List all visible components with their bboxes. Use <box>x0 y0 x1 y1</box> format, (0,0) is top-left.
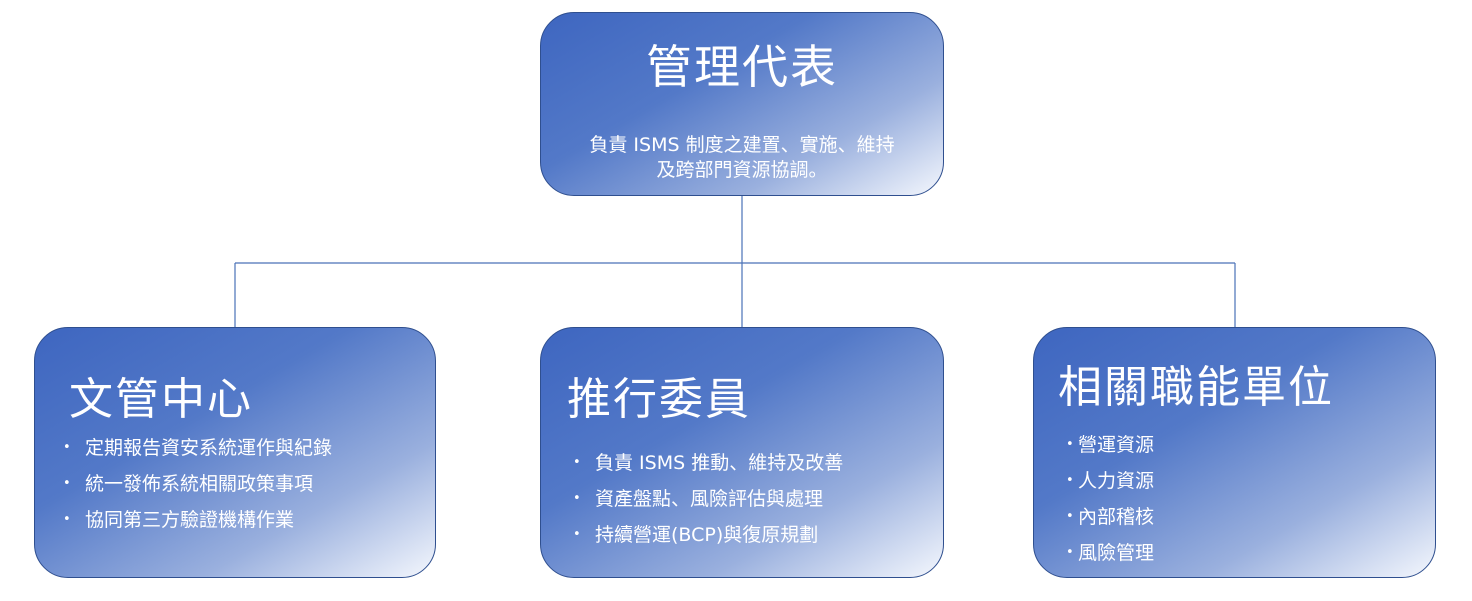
list-item: 定期報告資安系統運作與紀錄 <box>63 430 332 466</box>
related-functional-units-box: 相關職能單位 營運資源 人力資源 內部稽核 風險管理 <box>1033 327 1436 578</box>
document-control-center-title: 文管中心 <box>69 374 253 425</box>
management-representative-description: 負責 ISMS 制度之建置、實施、維持 及跨部門資源協調。 <box>561 133 923 183</box>
related-functional-units-title: 相關職能單位 <box>1058 362 1334 413</box>
list-item: 負責 ISMS 推動、維持及改善 <box>573 445 843 481</box>
promotion-committee-title: 推行委員 <box>567 374 751 425</box>
management-representative-box: 管理代表 負責 ISMS 制度之建置、實施、維持 及跨部門資源協調。 <box>540 12 944 196</box>
related-functional-units-list: 營運資源 人力資源 內部稽核 風險管理 <box>1066 427 1154 571</box>
description-line-2: 及跨部門資源協調。 <box>656 159 828 181</box>
list-item: 協同第三方驗證機構作業 <box>63 502 332 538</box>
list-item: 人力資源 <box>1066 463 1154 499</box>
list-item: 營運資源 <box>1066 427 1154 463</box>
list-item: 統一發佈系統相關政策事項 <box>63 466 332 502</box>
promotion-committee-list: 負責 ISMS 推動、維持及改善 資產盤點、風險評估與處理 持續營運(BCP)與… <box>573 445 843 553</box>
document-control-center-box: 文管中心 定期報告資安系統運作與紀錄 統一發佈系統相關政策事項 協同第三方驗證機… <box>34 327 436 578</box>
list-item: 持續營運(BCP)與復原規劃 <box>573 517 843 553</box>
description-line-1: 負責 ISMS 制度之建置、實施、維持 <box>589 134 895 156</box>
promotion-committee-box: 推行委員 負責 ISMS 推動、維持及改善 資產盤點、風險評估與處理 持續營運(… <box>540 327 944 578</box>
list-item: 內部稽核 <box>1066 499 1154 535</box>
list-item: 風險管理 <box>1066 535 1154 571</box>
document-control-center-list: 定期報告資安系統運作與紀錄 統一發佈系統相關政策事項 協同第三方驗證機構作業 <box>63 430 332 538</box>
management-representative-title: 管理代表 <box>646 40 838 94</box>
list-item: 資產盤點、風險評估與處理 <box>573 481 843 517</box>
